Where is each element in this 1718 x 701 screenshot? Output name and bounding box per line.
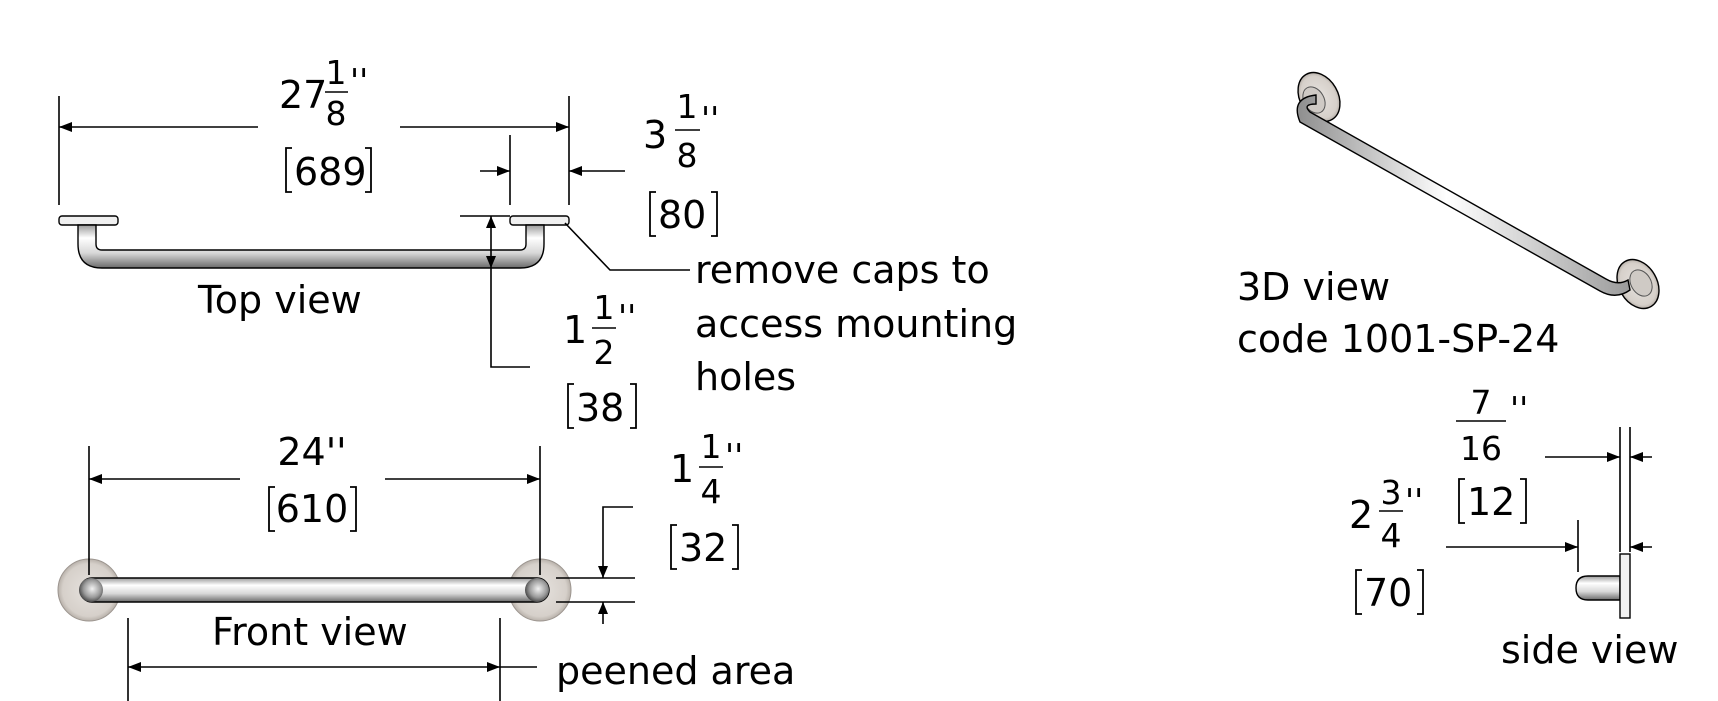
diameter-unit: '' — [725, 436, 743, 475]
flange-thk-num: 7 — [1471, 383, 1492, 422]
projection-whole: 2 — [1349, 493, 1373, 537]
center-inch: 24'' — [277, 430, 346, 474]
side-flange — [1619, 553, 1631, 619]
caps-note-line3: holes — [695, 355, 796, 399]
top-view: Top view 27 1 8 '' 689 3 1 — [58, 53, 1017, 430]
top-left-flange — [58, 215, 119, 226]
diameter-den: 4 — [701, 472, 722, 511]
clearance-num: 1 — [594, 288, 615, 327]
iso-view: 3D view code 1001-SP-24 — [1237, 71, 1660, 361]
clearance-unit: '' — [618, 297, 636, 336]
front-tube — [79, 577, 550, 603]
overall-num: 1 — [326, 53, 347, 92]
caps-note-line2: access mounting — [695, 302, 1017, 346]
flange-whole: 3 — [643, 113, 667, 157]
projection-num: 3 — [1381, 473, 1402, 512]
top-tube — [77, 224, 545, 269]
top-right-flange — [509, 215, 570, 226]
center-mm: 610 — [276, 487, 349, 531]
iso-code: code 1001-SP-24 — [1237, 317, 1559, 361]
peened-label: peened area — [556, 649, 795, 693]
flange-thk-den: 16 — [1460, 429, 1502, 468]
overall-unit: '' — [350, 61, 368, 100]
overall-mm: 689 — [294, 150, 367, 194]
diameter-mm: 32 — [679, 526, 727, 570]
clearance-whole: 1 — [563, 308, 587, 352]
flange-den: 8 — [677, 136, 698, 175]
projection-mm: 70 — [1364, 571, 1412, 615]
center-dimension: 24'' 610 — [88, 430, 541, 575]
diameter-dimension: 1 1 4 '' 32 — [556, 427, 743, 624]
projection-unit: '' — [1405, 481, 1423, 520]
side-tube — [1575, 575, 1621, 601]
flange-unit: '' — [701, 99, 719, 138]
iso-title: 3D view — [1237, 265, 1390, 309]
side-view-label: side view — [1501, 628, 1678, 672]
front-right-tube-end — [525, 578, 549, 602]
clearance-den: 2 — [594, 333, 615, 372]
flange-thk-mm: 12 — [1467, 480, 1515, 524]
side-view: side view 7 16 '' 12 2 3 4 — [1349, 383, 1678, 672]
flange-mm: 80 — [658, 193, 706, 237]
flange-thickness-dimension: 7 16 '' 12 — [1456, 383, 1652, 552]
flange-dimension: 3 1 8 '' 80 — [480, 87, 719, 237]
front-left-tube-end — [79, 578, 103, 602]
caps-note-line1: remove caps to — [695, 248, 990, 292]
flange-num: 1 — [677, 87, 698, 126]
overall-whole: 27 — [279, 73, 327, 117]
clearance-mm: 38 — [576, 386, 624, 430]
projection-den: 4 — [1381, 516, 1402, 555]
diameter-whole: 1 — [670, 447, 694, 491]
iso-tube — [1296, 94, 1631, 296]
overall-dimension: 27 1 8 '' 689 — [58, 53, 570, 205]
overall-den: 8 — [326, 94, 347, 133]
top-view-label: Top view — [197, 278, 362, 322]
front-view: Front view 24'' 610 1 1 4 '' — [57, 427, 795, 701]
clearance-dimension: 1 1 2 '' 38 — [460, 215, 637, 430]
front-view-label: Front view — [212, 610, 408, 654]
diameter-num: 1 — [701, 427, 722, 466]
projection-dimension: 2 3 4 '' 70 — [1349, 473, 1652, 615]
peened-dimension: peened area — [127, 618, 795, 701]
flange-thk-unit: '' — [1510, 389, 1528, 428]
caps-leader — [564, 222, 690, 271]
